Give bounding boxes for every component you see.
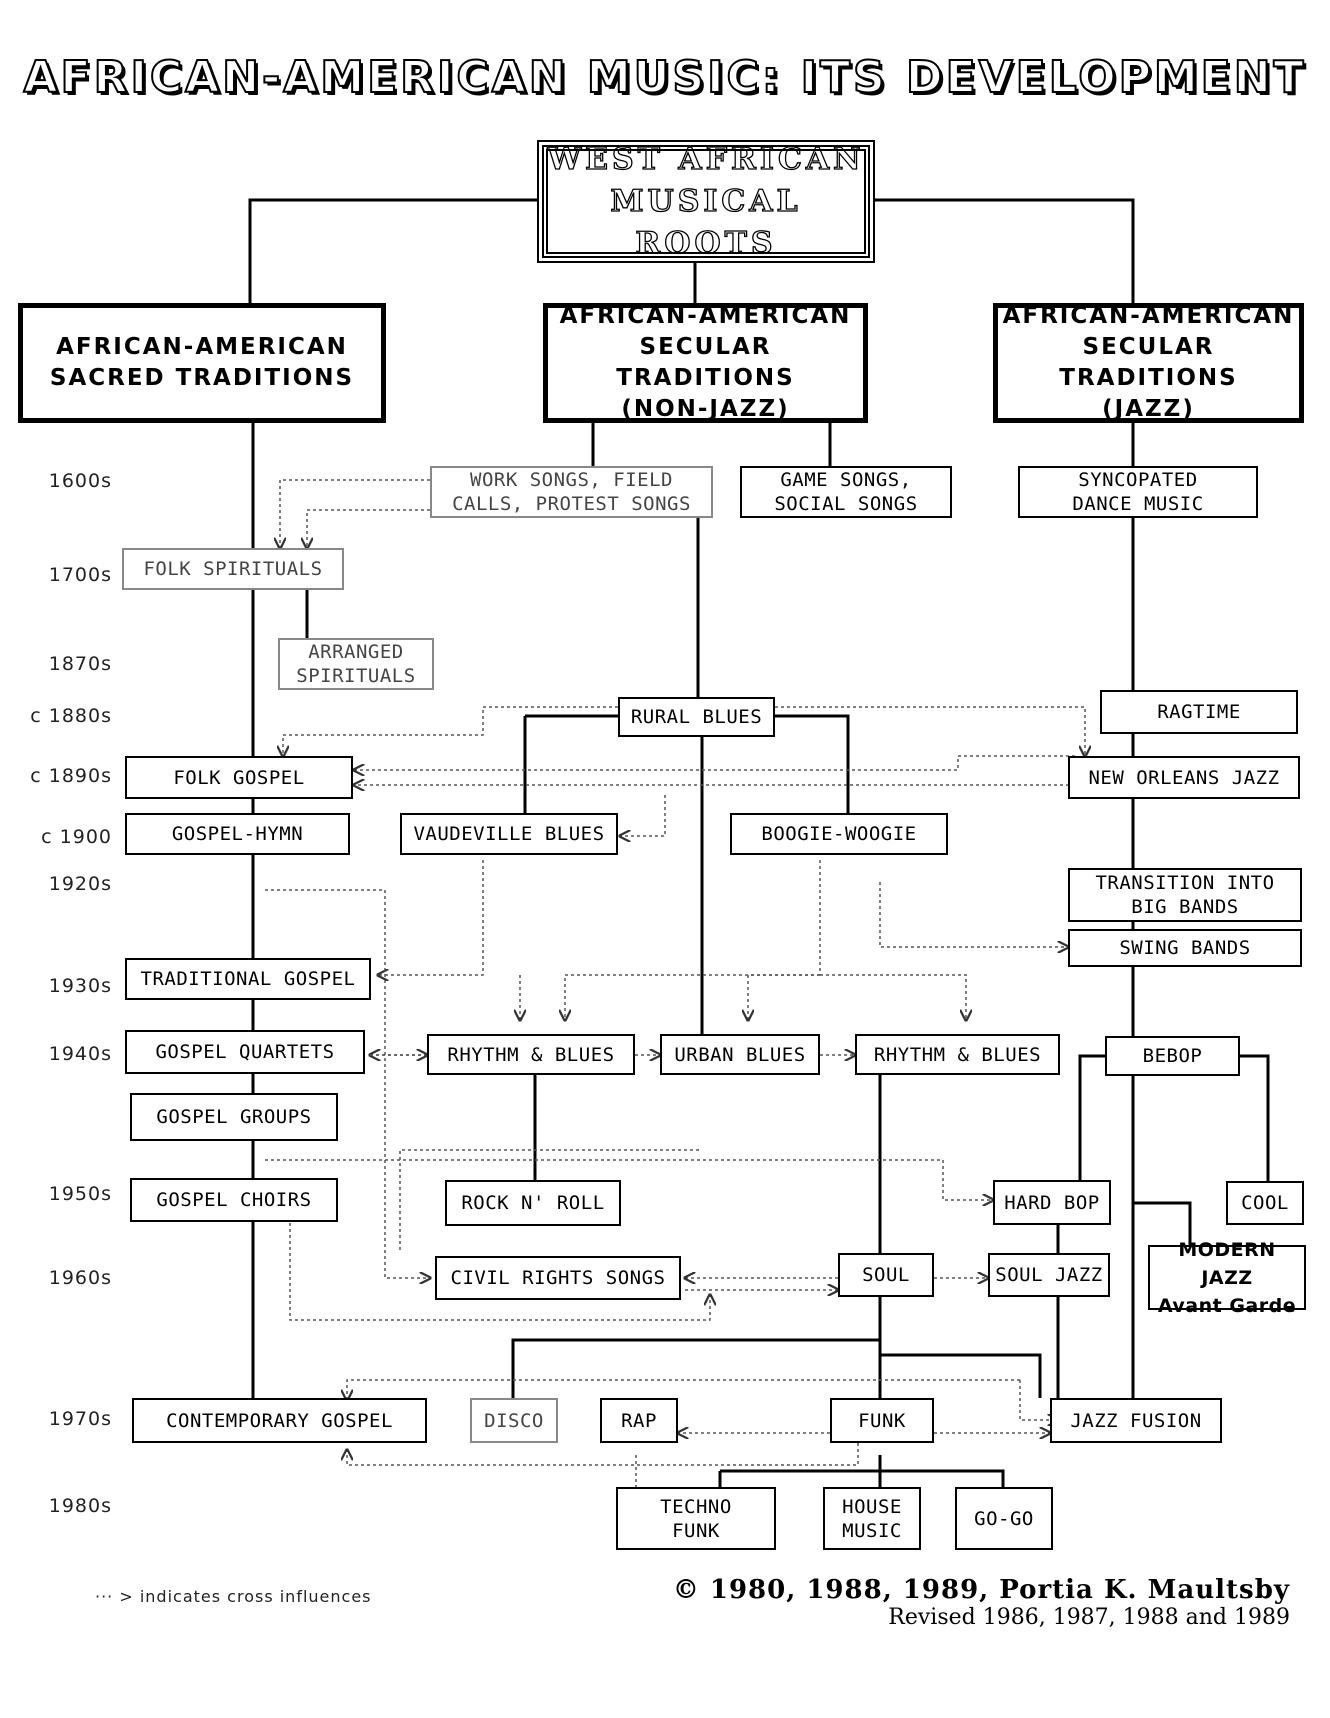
node-modern-jazz: MODERN JAZZ Avant Garde: [1148, 1239, 1306, 1317]
node-jazz-fusion: JAZZ FUSION: [1050, 1398, 1222, 1443]
diagram-title: AFRICAN-AMERICAN MUSIC: ITS DEVELOPMENT: [22, 51, 1307, 104]
node-west-african-roots: WEST AFRICAN MUSICAL ROOTS: [537, 140, 875, 263]
node-cool: COOL: [1226, 1181, 1304, 1225]
node-civil-rights-songs: CIVIL RIGHTS SONGS: [435, 1256, 681, 1300]
year-label: 1970s: [48, 1408, 112, 1430]
year-label: 1700s: [48, 564, 112, 586]
node-rural-blues: RURAL BLUES: [618, 697, 775, 737]
node-rock-n-roll: ROCK N' ROLL: [445, 1180, 621, 1226]
node-boogie-woogie: BOOGIE-WOOGIE: [730, 813, 948, 855]
node-swing-bands: SWING BANDS: [1068, 929, 1302, 967]
copyright-text: © 1980, 1988, 1989, Portia K. Maultsby: [672, 1575, 1290, 1605]
node-rhythm-blues-2: RHYTHM & BLUES: [855, 1034, 1060, 1075]
node-house-music: HOUSE MUSIC: [823, 1487, 921, 1550]
node-rhythm-blues-1: RHYTHM & BLUES: [427, 1034, 635, 1075]
node-hard-bop: HARD BOP: [993, 1180, 1111, 1225]
node-secular-jazz: AFRICAN-AMERICAN SECULAR TRADITIONS (JAZ…: [993, 303, 1304, 423]
node-sacred-traditions: AFRICAN-AMERICAN SACRED TRADITIONS: [18, 303, 386, 423]
year-label: 1920s: [48, 873, 112, 895]
node-gospel-groups: GOSPEL GROUPS: [130, 1093, 338, 1141]
node-folk-spirituals: FOLK SPIRITUALS: [122, 548, 344, 590]
node-work-songs: WORK SONGS, FIELD CALLS, PROTEST SONGS: [430, 466, 713, 518]
node-gospel-choirs: GOSPEL CHOIRS: [130, 1178, 338, 1222]
year-label: c 1900: [41, 826, 112, 848]
year-label: 1930s: [48, 975, 112, 997]
node-bebop: BEBOP: [1105, 1036, 1240, 1076]
legend-cross-influences: ··· > indicates cross influences: [95, 1587, 372, 1606]
year-label: 1600s: [48, 470, 112, 492]
node-go-go: GO-GO: [955, 1487, 1053, 1550]
year-label: c 1880s: [30, 705, 112, 727]
year-label: 1960s: [48, 1267, 112, 1289]
node-funk: FUNK: [830, 1398, 934, 1443]
node-folk-gospel: FOLK GOSPEL: [125, 756, 353, 799]
node-syncopated-dance: SYNCOPATED DANCE MUSIC: [1018, 466, 1258, 518]
node-vaudeville-blues: VAUDEVILLE BLUES: [400, 813, 618, 855]
node-rap: RAP: [600, 1398, 678, 1443]
year-label: 1950s: [48, 1183, 112, 1205]
node-urban-blues: URBAN BLUES: [660, 1034, 820, 1075]
node-gospel-hymn: GOSPEL-HYMN: [125, 813, 350, 855]
node-ragtime: RAGTIME: [1100, 690, 1298, 734]
node-contemporary-gospel: CONTEMPORARY GOSPEL: [132, 1398, 427, 1443]
node-disco: DISCO: [470, 1398, 558, 1443]
year-label: 1940s: [48, 1043, 112, 1065]
node-transition-big-bands: TRANSITION INTO BIG BANDS: [1068, 868, 1302, 922]
revised-text: Revised 1986, 1987, 1988 and 1989: [888, 1605, 1290, 1630]
node-game-songs: GAME SONGS, SOCIAL SONGS: [740, 466, 952, 518]
node-soul: SOUL: [838, 1253, 934, 1297]
node-arranged-spirituals: ARRANGED SPIRITUALS: [278, 638, 434, 690]
node-secular-nonjazz: AFRICAN-AMERICAN SECULAR TRADITIONS (NON…: [543, 303, 868, 423]
year-label: c 1890s: [30, 765, 112, 787]
node-gospel-quartets: GOSPEL QUARTETS: [125, 1030, 365, 1074]
node-new-orleans-jazz: NEW ORLEANS JAZZ: [1068, 756, 1300, 799]
copyright-block: © 1980, 1988, 1989, Portia K. Maultsby R…: [673, 1575, 1290, 1630]
year-label: 1870s: [48, 653, 112, 675]
node-traditional-gospel: TRADITIONAL GOSPEL: [125, 958, 371, 1000]
node-soul-jazz: SOUL JAZZ: [988, 1253, 1110, 1297]
year-label: 1980s: [48, 1495, 112, 1517]
node-techno-funk: TECHNO FUNK: [616, 1487, 776, 1550]
